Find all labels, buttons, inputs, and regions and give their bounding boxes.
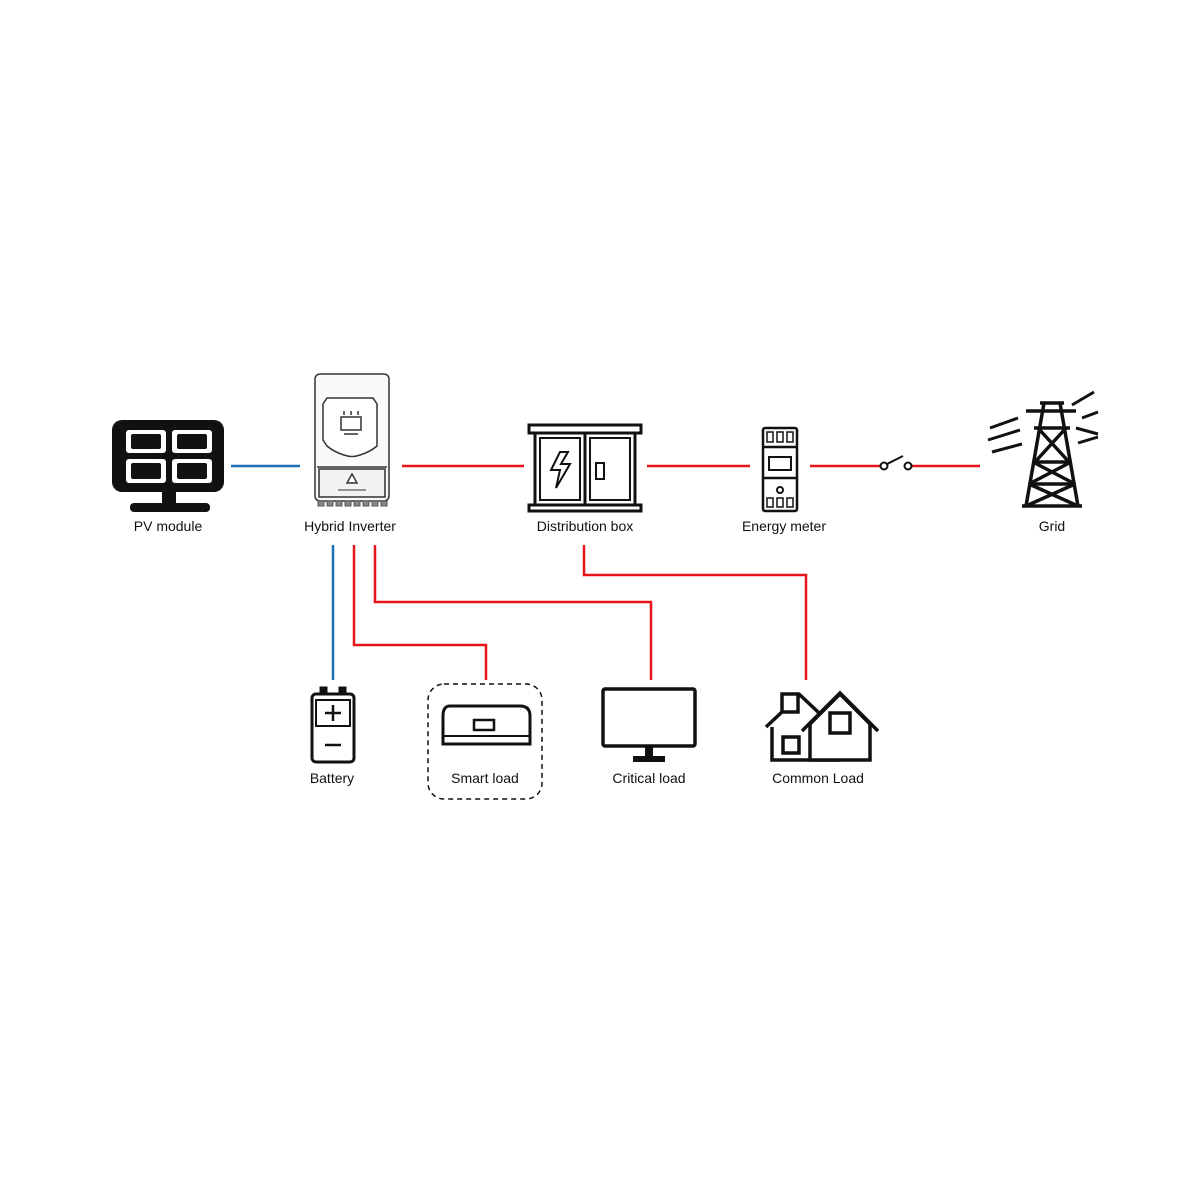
solar-panel-icon — [112, 420, 224, 512]
inverter-to-critical-load-line — [373, 545, 653, 680]
battery-label: Battery — [309, 770, 355, 786]
pv-module-label: PV module — [133, 518, 203, 534]
ac-connections — [352, 464, 980, 680]
hybrid-inverter-icon — [314, 373, 390, 507]
inverter-to-smart-load-line — [352, 545, 488, 680]
houses-icon — [764, 690, 880, 762]
grid-label: Grid — [1038, 518, 1066, 534]
energy-meter-label: Energy meter — [741, 518, 827, 534]
dc-connections — [231, 464, 335, 680]
battery-icon — [310, 686, 356, 764]
critical-load-label: Critical load — [612, 770, 686, 786]
smart-load-dashed-frame — [427, 683, 543, 800]
distribution-box-icon — [527, 423, 643, 513]
monitor-icon — [601, 687, 697, 762]
grid-switch-icon — [879, 455, 913, 471]
transmission-tower-icon — [987, 390, 1099, 508]
distribution-to-common-load-line — [582, 545, 808, 680]
hybrid-inverter-label: Hybrid Inverter — [304, 518, 396, 534]
distribution-box-label: Distribution box — [536, 518, 634, 534]
smart-load-device-icon — [441, 704, 532, 746]
smart-load-label: Smart load — [451, 770, 519, 786]
energy-meter-icon — [761, 426, 799, 513]
common-load-label: Common Load — [772, 770, 864, 786]
